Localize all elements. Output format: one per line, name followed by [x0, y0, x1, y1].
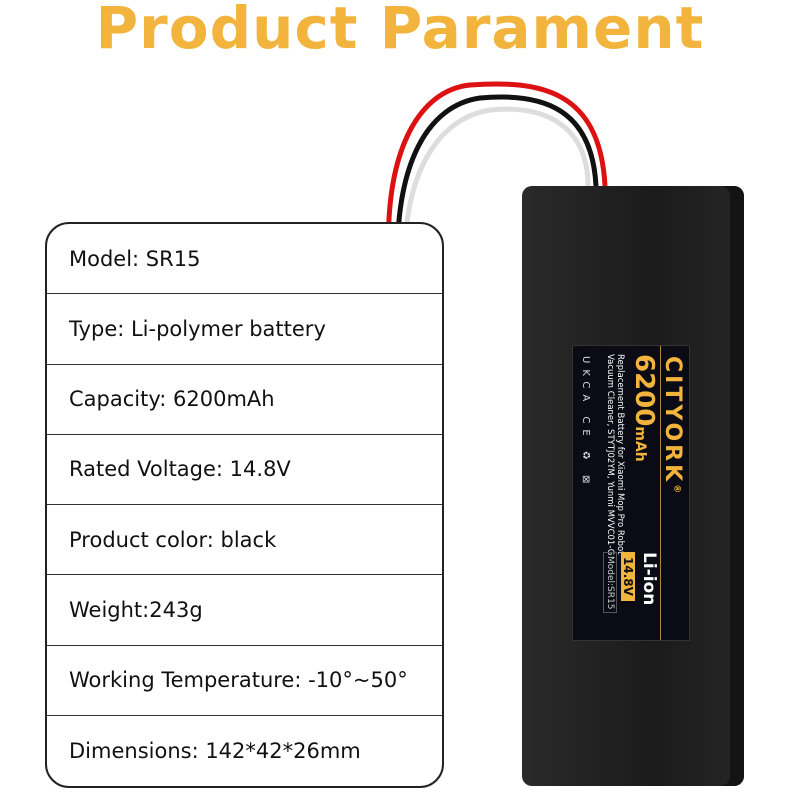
spec-dimensions: Dimensions: 142*42*26mm — [69, 738, 361, 763]
spec-temperature: Working Temperature: -10°~50° — [47, 646, 442, 716]
spec-weight: Weight:243g — [47, 575, 442, 646]
spec-capacity: Capacity: 6200mAh — [47, 365, 442, 435]
spec-voltage: Rated Voltage: 14.8V — [47, 435, 442, 505]
label-description: Replacement Battery for Xiaomi Mop Pro R… — [605, 354, 625, 556]
spec-type: Type: Li-polymer battery — [47, 294, 442, 365]
label-model: Model:SR15 — [603, 552, 617, 614]
label-chemistry: Li-ion — [639, 552, 659, 606]
spec-color: Product color: black — [47, 505, 442, 576]
label-voltage: 14.8V — [621, 552, 635, 601]
spec-model: Model: SR15 — [47, 224, 442, 295]
label-capacity: 6200mAh — [629, 354, 659, 462]
page-title: Product Parament — [95, 0, 705, 62]
certification-icons: UKCA CE ♻ ⊠ — [580, 356, 591, 490]
battery-label: CITYORK® 6200mAh Replacement Battery for… — [572, 345, 690, 641]
spec-table: Model: SR15 Type: Li-polymer battery Cap… — [45, 222, 444, 788]
brand-logo: CITYORK® — [660, 356, 685, 497]
